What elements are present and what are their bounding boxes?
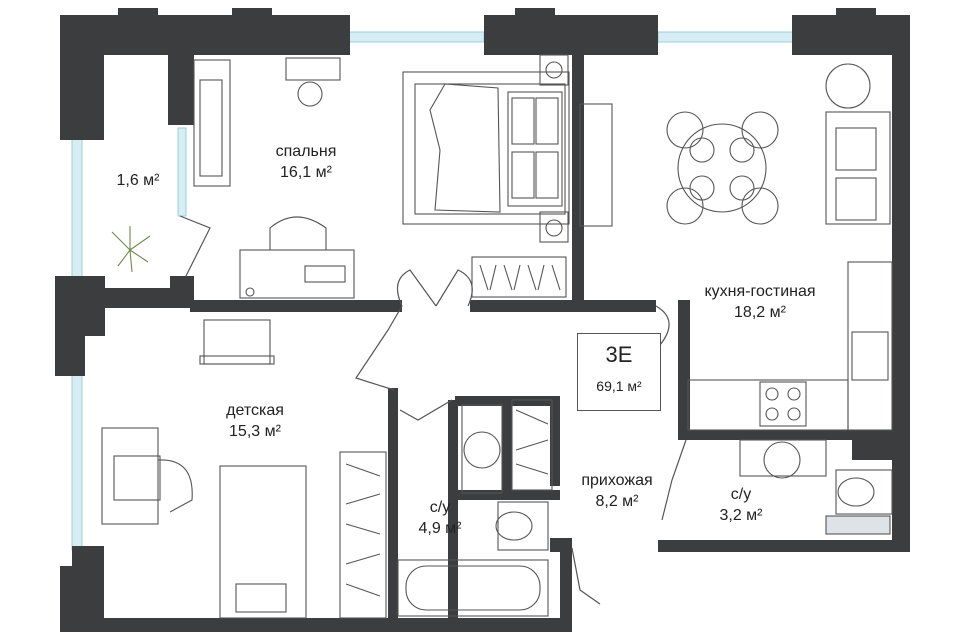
room-area: 3,2 м² [719,507,763,524]
room-name: с/у [730,486,752,503]
sink-icon [763,441,801,479]
door-icon [179,215,687,605]
dining-table-icon [666,111,779,225]
room-area: 15,3 м² [229,423,281,440]
room-area: 1,6 м² [116,172,160,189]
room-kitchen: кухня-гостиная 18,2 м² [672,281,848,323]
plant-icon [111,226,151,273]
room-balcony: 1,6 м² [104,170,172,191]
apartment-code: 3E [605,342,633,367]
room-area: 16,1 м² [280,164,332,181]
room-name: спальня [275,143,337,160]
furniture [101,54,893,619]
chair-icon [269,216,327,250]
room-kids: детская 15,3 м² [200,400,310,442]
walls [55,8,910,632]
total-area: 69,1 м² [596,378,642,394]
wardrobe-icon [471,256,567,298]
bed-icon [402,71,570,225]
room-area: 18,2 м² [734,304,786,321]
room-bath-2: с/у 3,2 м² [696,484,786,526]
room-area: 4,9 м² [418,520,462,537]
room-name: кухня-гостиная [704,283,816,300]
room-bath-1: с/у 4,9 м² [395,497,485,539]
apartment-badge: 3E 69,1 м² [577,333,661,411]
stove-icon [759,381,807,427]
room-name: прихожая [581,472,653,489]
room-name: с/у [429,499,451,516]
room-hall: прихожая 8,2 м² [562,470,672,512]
room-area: 8,2 м² [595,493,639,510]
toilet-icon [835,469,893,515]
sofa-icon [825,111,891,225]
room-bedroom: спальня 16,1 м² [236,141,376,183]
desk-icon [239,249,355,299]
room-name: детская [226,402,284,419]
bathtub-icon [397,559,549,617]
